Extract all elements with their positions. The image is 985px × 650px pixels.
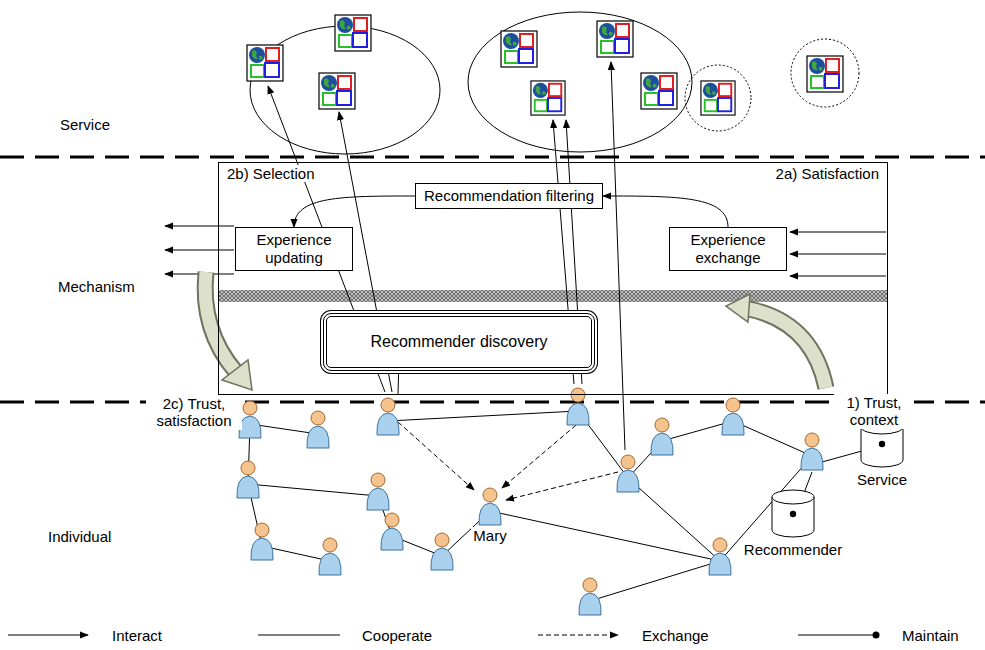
process-box: Experience updating [235,227,353,271]
legend-text: Interact [112,627,162,644]
node-text: Recommendation filtering [424,187,594,205]
flow-label: 2c) Trust, satisfaction [146,395,242,430]
legend-item: Interact [6,624,162,646]
flow-arrows [165,226,886,276]
flow-connector [603,196,728,227]
service-group [791,39,859,107]
flow-connector [294,196,415,227]
node-text: Experience updating [244,231,344,267]
cooperate-lines [248,411,812,601]
trust-arrow [205,272,826,390]
person-icon [477,486,503,526]
service-icons [247,15,843,115]
legend-sample [796,627,884,643]
node-text: Recommender discovery [371,333,548,351]
layer-divider [0,156,985,159]
layer-label: Service [58,116,112,133]
person: Mary [471,486,508,544]
stage-label: 2a) Satisfaction [774,165,881,182]
layer-label: Mechanism [56,278,137,295]
mechanism-box: 2b) Selection 2a) SatisfactionRecommendat… [218,162,888,395]
legend-item: Maintain [796,624,959,646]
flow-label: 1) Trust, context [834,394,914,429]
individuals [237,388,823,615]
storage-cylinder: Recommender [742,488,844,558]
hatched-bar [218,290,888,302]
node-text: Mary [471,527,508,544]
process-box: Experience exchange [669,227,787,271]
exchange-arrows [398,420,618,500]
storage-cylinder: Service [855,418,909,488]
service-group [468,12,692,152]
node-text: Recommender [742,541,844,558]
legend-item: Cooperate [256,624,432,646]
process-box: Recommendation filtering [415,183,603,209]
discovery-box: Recommender discovery [323,313,595,371]
legend-item: Exchange [536,624,709,646]
service-group [685,65,751,131]
legend-text: Exchange [642,627,709,644]
node-text: Experience exchange [678,231,778,267]
legend-text: Maintain [902,627,959,644]
legend-text: Cooperate [362,627,432,644]
legend-sample [256,627,344,643]
stage-label: 2b) Selection [225,165,317,182]
legend-sample [6,627,94,643]
legend-sample [536,627,624,643]
node-text: Service [855,471,909,488]
cylinder-icon [769,488,817,540]
layer-label: Individual [46,528,113,545]
